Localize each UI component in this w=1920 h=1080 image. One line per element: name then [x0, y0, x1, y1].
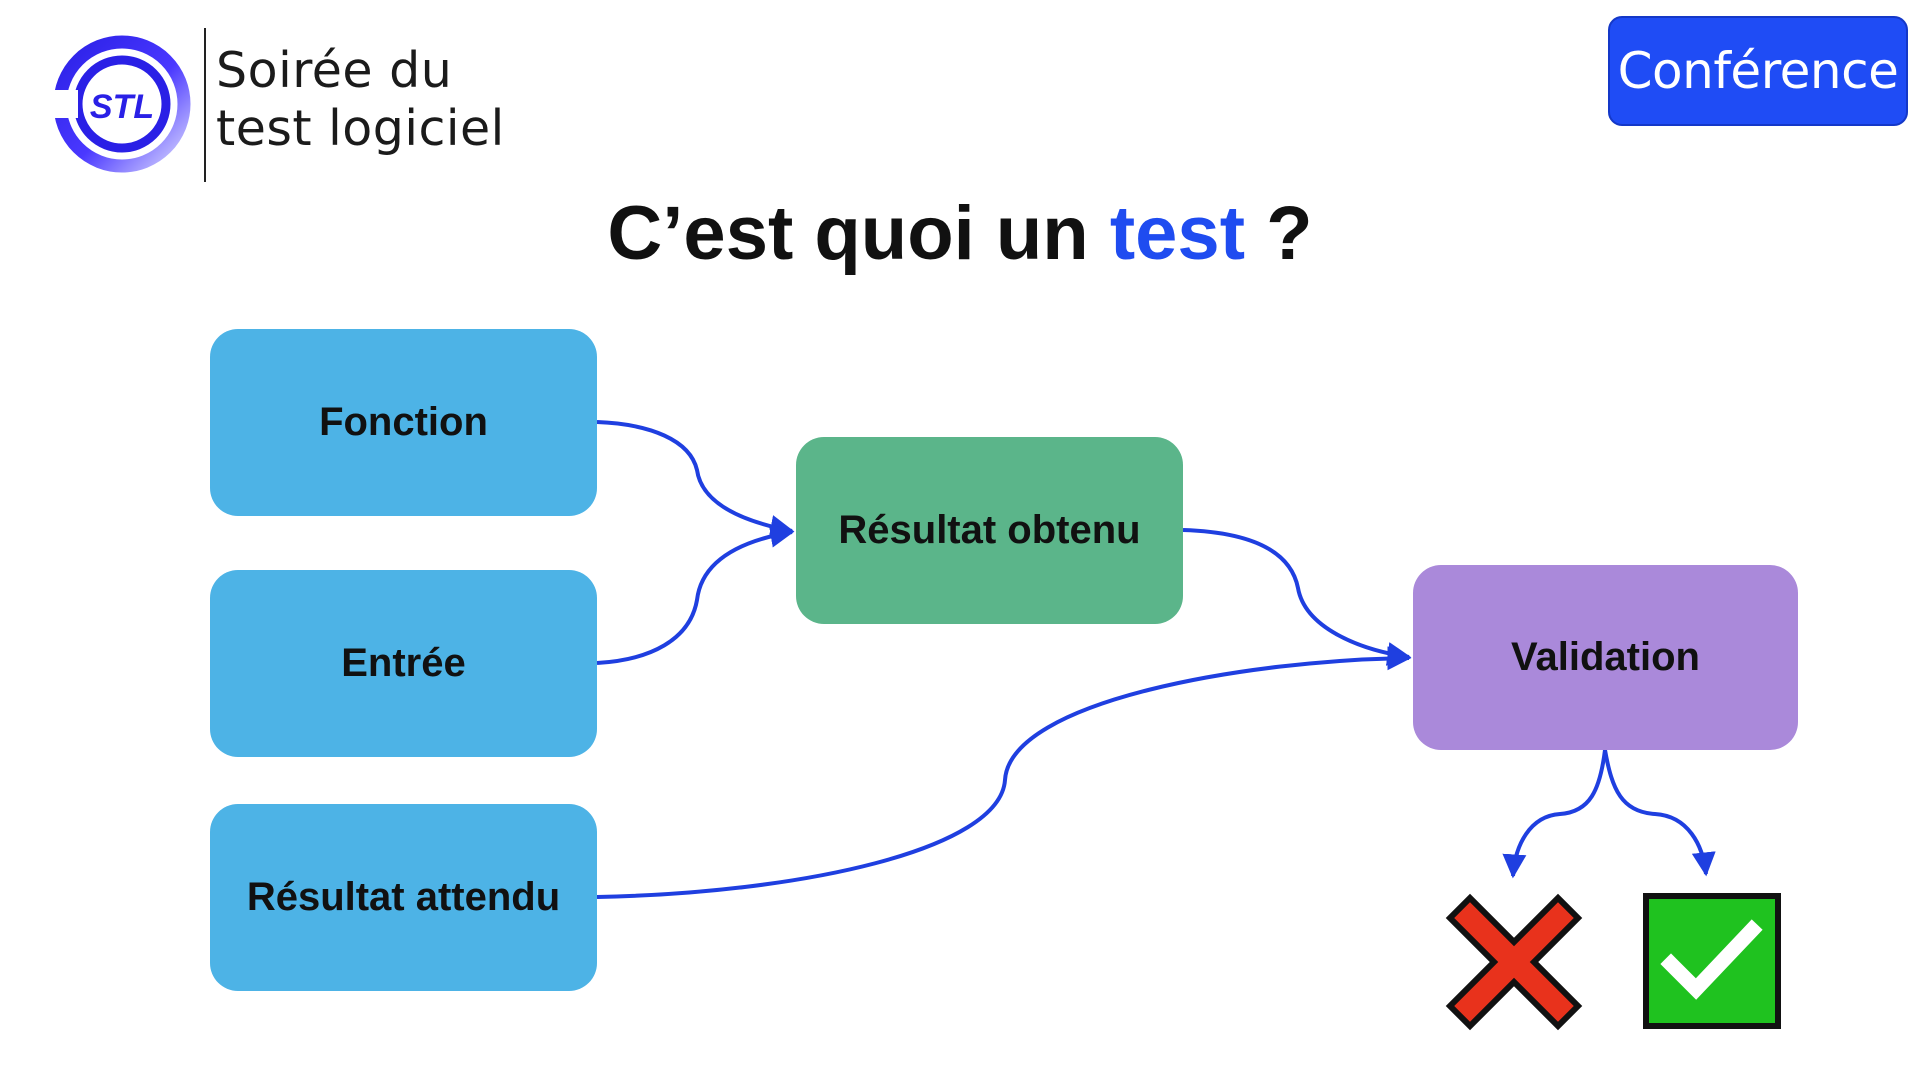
arrow-entree-to-obtenu: [596, 523, 795, 665]
node-validation: Validation: [1413, 565, 1798, 750]
arrow-validation-to-fail: [1502, 749, 1607, 879]
fail-x-icon: [1445, 893, 1583, 1031]
logo-line-1: Soirée du: [216, 42, 453, 99]
arrow-fonction-to-obtenu: [596, 420, 795, 539]
title-accent: test: [1109, 191, 1246, 276]
slide-title: C’est quoi un test ?: [0, 190, 1920, 277]
arrow-attendu-to-validation: [596, 646, 1412, 899]
logo-wordmark: Soirée du test logiciel: [216, 42, 505, 158]
logo-line-2: test logiciel: [216, 100, 505, 157]
stl-logo: STL Soirée du test logiciel: [50, 28, 530, 182]
node-entree: Entrée: [210, 570, 597, 757]
logo-letters: STL: [90, 88, 154, 126]
stl-logo-icon: STL: [50, 35, 191, 173]
node-resultat-attendu: Résultat attendu: [210, 804, 597, 991]
arrow-obtenu-to-validation: [1182, 528, 1412, 666]
title-prefix: C’est quoi un: [607, 191, 1110, 276]
node-fonction: Fonction: [210, 329, 597, 516]
arrow-validation-to-pass: [1603, 749, 1716, 877]
logo-divider: [204, 28, 206, 182]
node-resultat-obtenu: Résultat obtenu: [796, 437, 1183, 624]
pass-check-icon: [1643, 893, 1781, 1029]
title-suffix: ?: [1245, 191, 1313, 276]
conference-badge: Conférence: [1608, 16, 1908, 126]
